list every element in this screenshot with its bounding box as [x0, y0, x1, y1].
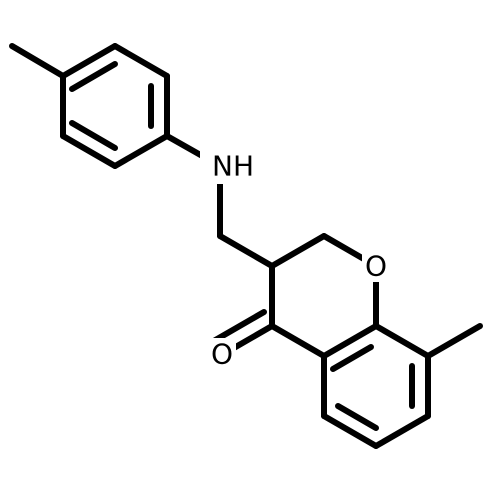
- nitrogen-label: NH: [212, 150, 254, 183]
- bond-c6-c5: [321, 413, 379, 449]
- bond-c4a-c8a: [321, 323, 379, 359]
- bond-carbonyl-2: [209, 309, 267, 345]
- bond-c4-c4a: [269, 323, 327, 359]
- ring-oxygen-atom: O: [362, 250, 390, 283]
- carbonyl-oxygen-atom: O: [208, 338, 236, 371]
- bond-c8a-c8: [373, 323, 431, 359]
- bond-c3-c2: [269, 233, 327, 269]
- bond-methylene-c3: [217, 233, 275, 269]
- bond-tolyl-ring-4: [112, 133, 170, 169]
- ring-oxygen-label: O: [365, 250, 387, 283]
- bond-c4a-c8a-inner: [330, 344, 374, 372]
- nitrogen-atom: NH: [200, 148, 254, 184]
- bond-tolyl-ring-5-inner: [69, 120, 118, 151]
- bond-tolyl-ring-1: [60, 43, 118, 79]
- bond-tolyl-ring-5: [60, 133, 118, 169]
- bond-tolyl-ring-1-inner: [69, 61, 118, 92]
- bond-c7-c6: [373, 413, 431, 449]
- bond-c6-c5-inner: [335, 403, 379, 431]
- bond-tolyl-ring-2: [112, 43, 170, 79]
- bond-methyl-tolyl: [9, 43, 66, 79]
- carbonyl-oxygen-label: O: [211, 338, 233, 371]
- bond-c8-methyl: [425, 323, 483, 359]
